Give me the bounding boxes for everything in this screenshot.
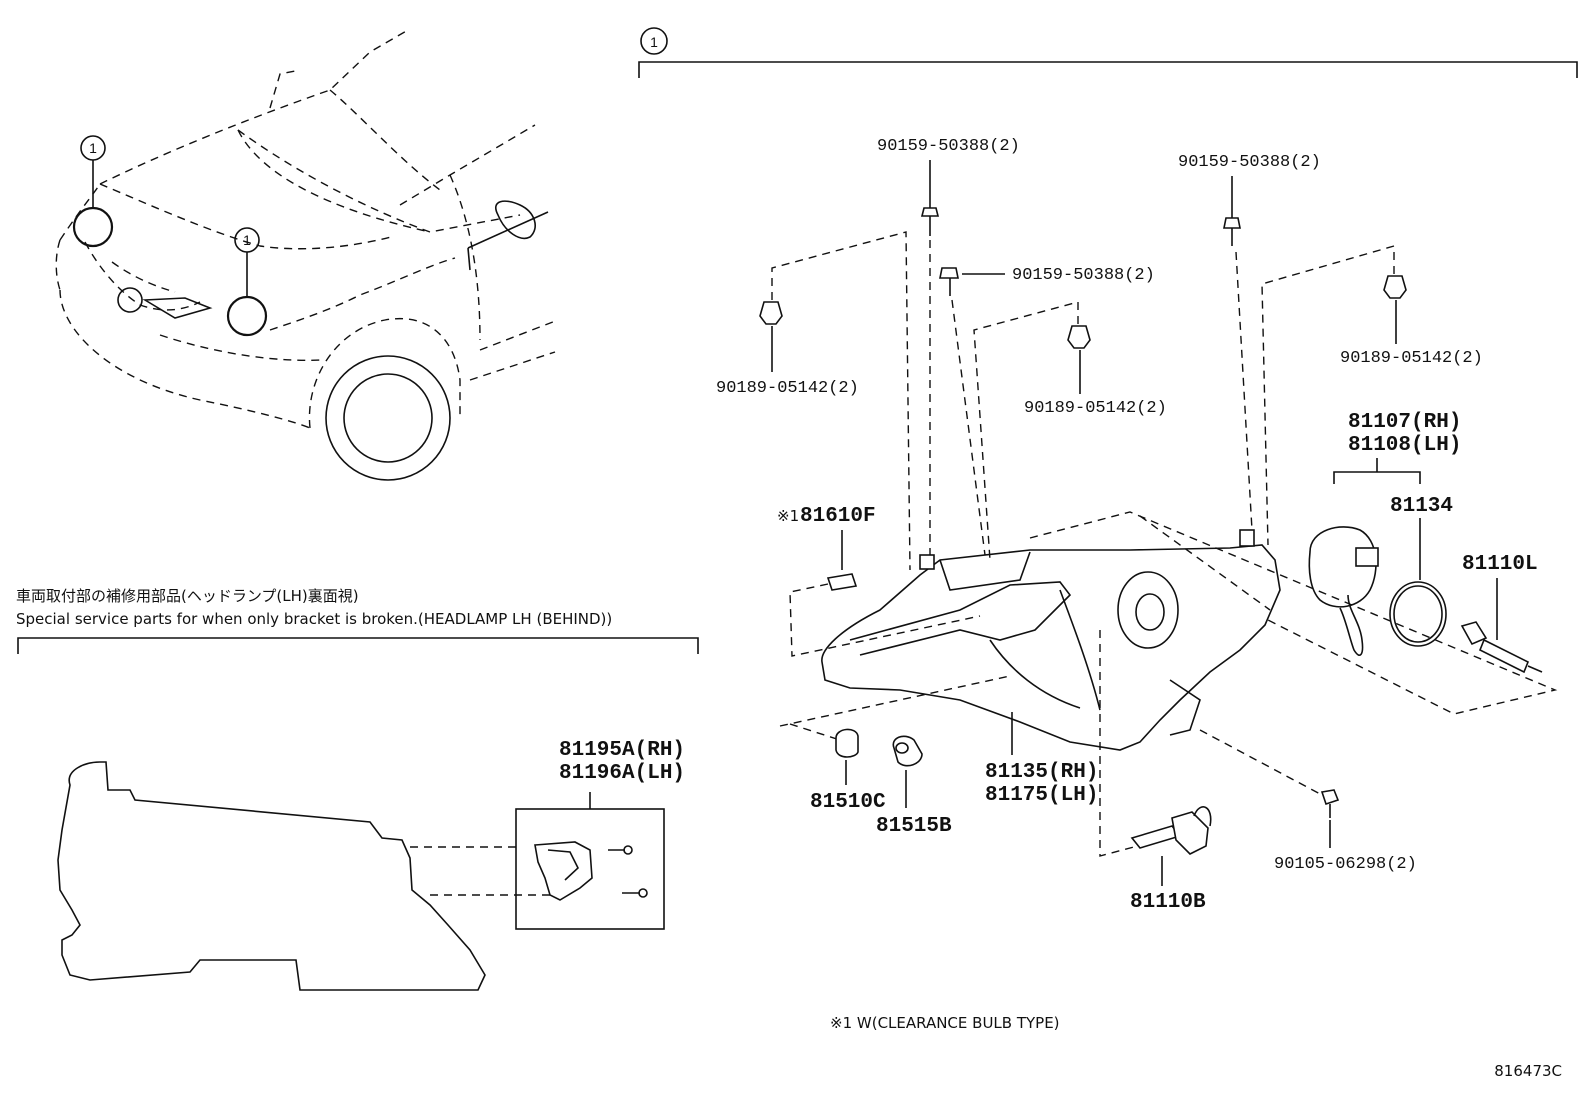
main-group-bracket: 1 (638, 27, 1578, 78)
bracket-part (534, 841, 593, 901)
bolt-b (1320, 789, 1340, 818)
nut-left (759, 301, 783, 325)
bolt-a-right-label: 90159-50388(2) (1178, 153, 1321, 172)
bulb-small-label: 81510C (810, 791, 886, 814)
callout-number: 1 (650, 34, 658, 50)
unit-lh-label: 81175(LH) (985, 784, 1098, 807)
diagram-id: 816473C (1494, 1062, 1562, 1080)
unit-rh-label: 81135(RH) (985, 761, 1098, 784)
bulb-hid (1460, 621, 1543, 674)
nut-right-label: 90189-05142(2) (1340, 349, 1483, 368)
small-bulb (835, 728, 859, 758)
nut-mid-label: 90189-05142(2) (1024, 399, 1167, 418)
car-front-illustration: 1 1 (55, 29, 559, 481)
bolt-a-right (1223, 217, 1241, 246)
nut-mid (1067, 325, 1091, 349)
bolt-b-label: 90105-06298(2) (1274, 855, 1417, 874)
bulb-hid-label: 81110L (1462, 553, 1538, 576)
nut-left-label: 90189-05142(2) (716, 379, 859, 398)
footnote: ※1 W(CLEARANCE BULB TYPE) (830, 1014, 1060, 1032)
bolt-a-top (920, 207, 940, 236)
bulb-fog-label: 81110B (1130, 891, 1206, 914)
jp-caption: 車両取付部の補修用部品(ヘッドランプ(LH)裏面視) (16, 587, 359, 605)
bolt-a-mid-label: 90159-50388(2) (1012, 266, 1155, 285)
bolt-a-top-label: 90159-50388(2) (877, 137, 1020, 156)
en-caption: Special service parts for when only brac… (16, 610, 612, 628)
bracket-rh-label: 81195A(RH) (559, 739, 685, 762)
headlamp-exploded-view: 81135(RH) 81175(LH) 90159-50388(2) 90159… (716, 137, 1558, 914)
socket-small-label: 81515B (876, 815, 952, 838)
socket-lh-label: 81108(LH) (1348, 434, 1461, 457)
bolt-a-mid (939, 267, 959, 296)
bracket-lh-label: 81196A(LH) (559, 762, 685, 785)
car-callout-2: 1 (243, 232, 251, 248)
clearance-label: 81610F (800, 505, 876, 528)
clearance-mark: ※1 (777, 507, 799, 525)
service-parts-section: 車両取付部の補修用部品(ヘッドランプ(LH)裏面視) Special servi… (16, 587, 699, 991)
bulb-socket (1308, 526, 1379, 656)
nut-right (1383, 275, 1407, 299)
headlamp-unit (821, 544, 1281, 751)
small-socket (892, 735, 923, 767)
clearance-bulb (826, 573, 858, 591)
gasket-ring (1389, 581, 1447, 647)
gasket-label: 81134 (1390, 495, 1453, 518)
car-callout-1: 1 (89, 140, 97, 156)
bulb-fog (1130, 806, 1212, 855)
socket-rh-label: 81107(RH) (1348, 411, 1461, 434)
